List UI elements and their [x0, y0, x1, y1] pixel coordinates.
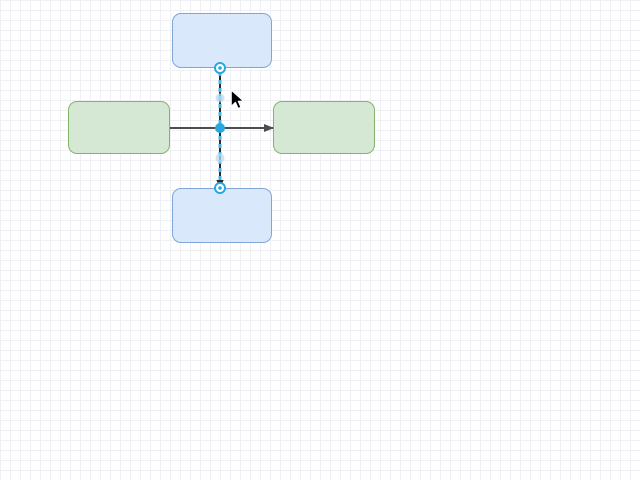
edge-handles[interactable] [214, 62, 226, 194]
node-left[interactable] [68, 101, 170, 154]
node-right[interactable] [273, 101, 375, 154]
edge-waypoint-upper[interactable] [215, 93, 225, 103]
edge-waypoint-middle[interactable] [215, 123, 225, 133]
edge-endpoint-target-core [218, 186, 222, 190]
node-bottom[interactable] [172, 188, 272, 243]
edge-waypoint-lower[interactable] [215, 153, 225, 163]
edge-endpoint-source-core [218, 66, 222, 70]
